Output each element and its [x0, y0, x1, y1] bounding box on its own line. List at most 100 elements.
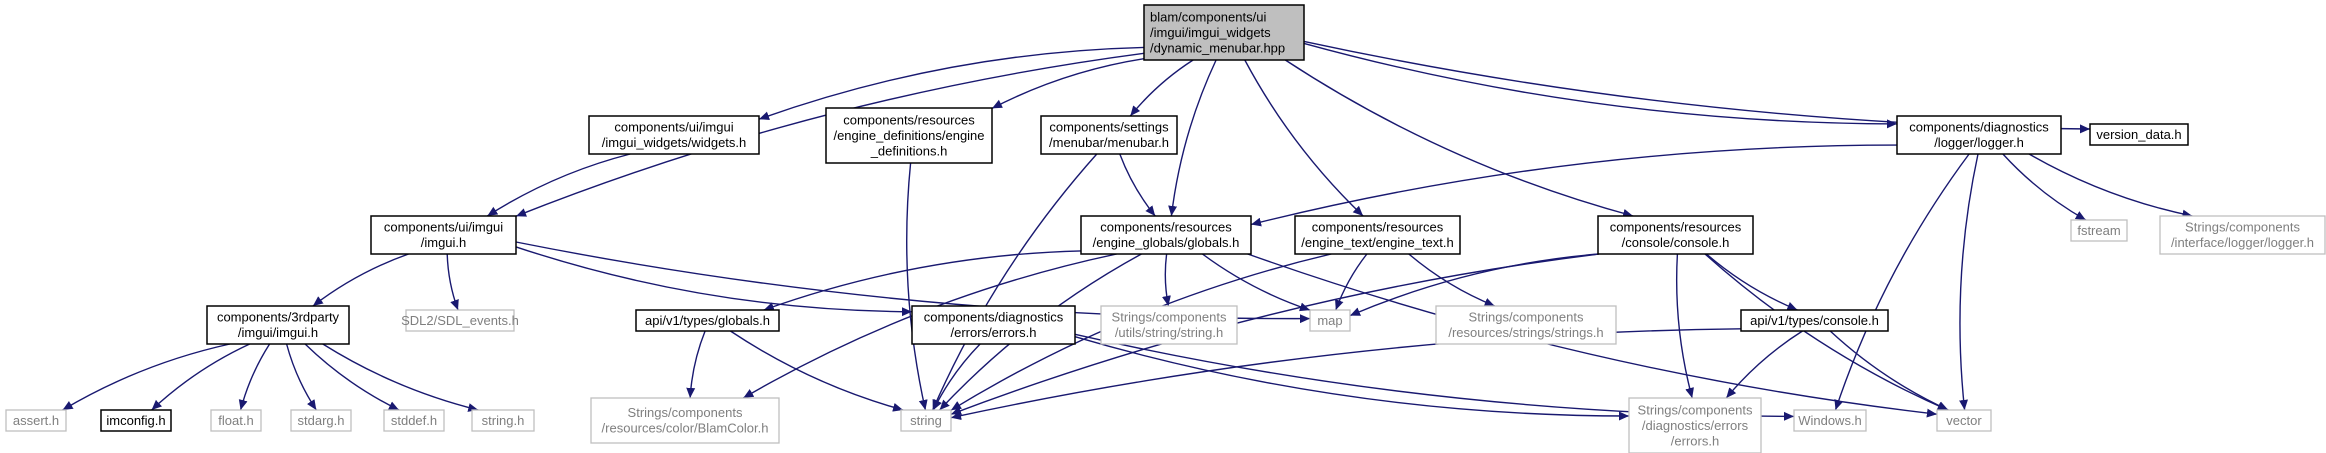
node-globals-h[interactable]: components/resources/engine_globals/glob…	[1080, 215, 1252, 255]
node-engine-defs[interactable]: components/resources/engine_definitions/…	[825, 107, 993, 164]
node-widgets-h[interactable]: components/ui/imgui/imgui_widgets/widget…	[588, 115, 760, 155]
node-root[interactable]: blam/components/ui/imgui/imgui_widgets/d…	[1143, 4, 1305, 61]
node-box	[1597, 215, 1754, 255]
node-box	[2070, 219, 2128, 242]
node-box	[1294, 215, 1461, 255]
node-box	[900, 409, 952, 432]
edge-menubar_h-to-string	[932, 153, 1098, 411]
node-label-line: string.h	[482, 413, 525, 428]
node-box	[2089, 123, 2189, 146]
edge-api_globals-to-blamcolor	[686, 330, 706, 399]
edge-root-to-engine_defs	[991, 58, 1145, 110]
edge-errors_h-to-string	[932, 343, 981, 411]
node-box	[635, 309, 780, 332]
edge-imgui_h-to-sdl_events	[446, 253, 459, 311]
node-stddef-h: stddef.h	[383, 409, 445, 432]
node-logger-h[interactable]: components/diagnostics/logger/logger.h	[1896, 115, 2062, 155]
edge-globals_h-to-vector	[1247, 253, 1938, 418]
node-label-line: string	[910, 413, 942, 428]
node-box	[290, 409, 352, 432]
node-menubar-h[interactable]: components/settings/menubar/menubar.h	[1040, 115, 1178, 155]
edge-engine_defs-to-string	[906, 162, 928, 411]
node-label-line: components/resources	[843, 112, 975, 127]
node-imgui3rd[interactable]: components/3rdparty/imgui/imgui.h	[206, 305, 350, 345]
edge-logger_h-to-iface_logger	[2028, 153, 2193, 219]
edge-root-to-logger_h	[1303, 42, 1898, 129]
node-label-line: components/ui/imgui	[384, 220, 503, 235]
node-box	[1628, 397, 1762, 453]
node-label-line: /imgui.h	[421, 235, 467, 250]
node-imconfig-h[interactable]: imconfig.h	[100, 409, 172, 432]
node-label-line: components/resources	[1100, 220, 1232, 235]
node-label-line: api/v1/types/globals.h	[645, 313, 770, 328]
node-api-globals[interactable]: api/v1/types/globals.h	[635, 309, 780, 332]
node-label-line: blam/components/ui	[1150, 9, 1266, 24]
node-box	[1080, 215, 1252, 255]
edge-imgui_h-to-imgui3rd	[312, 253, 409, 307]
node-assert-h: assert.h	[5, 409, 67, 432]
node-label-line: SDL2/SDL_events.h	[401, 313, 519, 328]
node-label-line: map	[1317, 313, 1342, 328]
edge-logger_h-to-windows_h	[1834, 153, 1970, 411]
edge-api_globals-to-string	[730, 330, 904, 412]
node-errors-h[interactable]: components/diagnostics/errors/errors.h	[911, 305, 1076, 345]
node-label-line: components/ui/imgui	[614, 120, 733, 135]
node-imgui-h[interactable]: components/ui/imgui/imgui.h	[370, 215, 517, 255]
node-label-line: vector	[1946, 413, 1982, 428]
node-box	[1936, 409, 1992, 432]
node-engine-text[interactable]: components/resources/engine_text/engine_…	[1294, 215, 1461, 255]
node-label-line: fstream	[2077, 223, 2120, 238]
edge-logger_h-to-vector	[1959, 153, 1979, 411]
edge-root-to-engine_text	[1244, 59, 1364, 217]
node-sdl-events: SDL2/SDL_events.h	[401, 309, 519, 332]
edge-console_h-to-api_console	[1705, 253, 1798, 311]
node-api-console[interactable]: api/v1/types/console.h	[1740, 309, 1889, 332]
node-label-line: /imgui/imgui_widgets	[1150, 25, 1271, 40]
node-label-line: components/3rdparty	[217, 310, 340, 325]
node-vector: vector	[1936, 409, 1992, 432]
node-label-line: /console/console.h	[1622, 235, 1730, 250]
node-label-line: /errors.h	[1671, 433, 1719, 448]
node-map: map	[1309, 309, 1351, 332]
edge-engine_text-to-map	[1335, 253, 1368, 311]
node-diag-errors: Strings/components/diagnostics/errors/er…	[1628, 397, 1762, 453]
node-label-line: components/resources	[1610, 220, 1742, 235]
edge-imgui3rd-to-stddef_h	[304, 343, 400, 411]
edge-imgui3rd-to-assert_h	[62, 343, 231, 411]
node-label-line: /dynamic_menubar.hpp	[1150, 40, 1285, 55]
node-label-line: /imgui_widgets/widgets.h	[602, 135, 747, 150]
node-label-line: /imgui/imgui.h	[238, 325, 318, 340]
node-label-line: /menubar/menubar.h	[1049, 135, 1169, 150]
edge-root-to-widgets_h	[758, 46, 1145, 121]
node-label-line: version_data.h	[2096, 127, 2181, 142]
node-box	[825, 107, 993, 164]
edge-imgui3rd-to-imconfig_h	[151, 343, 250, 411]
edge-logger_h-to-globals_h	[1250, 144, 1898, 227]
edge-errors_h-to-diag_errors	[1074, 336, 1630, 421]
node-console-h[interactable]: components/resources/console/console.h	[1597, 215, 1754, 255]
node-box	[590, 397, 780, 444]
edge-root-to-globals_h	[1168, 59, 1217, 217]
node-label-line: /logger/logger.h	[1934, 135, 2024, 150]
edge-root-to-menubar_h	[1129, 59, 1194, 117]
node-version-data[interactable]: version_data.h	[2089, 123, 2189, 146]
node-box	[5, 409, 67, 432]
node-label-line: /engine_text/engine_text.h	[1301, 235, 1454, 250]
node-box	[1143, 4, 1305, 61]
edge-imgui_h-to-errors_h	[515, 246, 913, 317]
node-label-line: /diagnostics/errors	[1642, 418, 1749, 433]
node-label-line: /engine_definitions/engine	[833, 128, 984, 143]
node-box	[206, 305, 350, 345]
edge-menubar_h-to-globals_h	[1119, 153, 1156, 217]
node-box	[911, 305, 1076, 345]
node-label-line: Strings/components	[1638, 402, 1753, 417]
node-box	[1040, 115, 1178, 155]
node-windows-h: Windows.h	[1793, 409, 1867, 432]
edge-root-to-imgui_h	[515, 52, 1145, 217]
edge-console_h-to-string	[950, 253, 1599, 415]
edge-console_h-to-vector	[1704, 253, 1948, 411]
node-label-line: imconfig.h	[106, 413, 165, 428]
edge-root-to-console_h	[1284, 59, 1634, 218]
node-box	[588, 115, 760, 155]
edge-logger_h-to-fstream	[2002, 153, 2087, 221]
